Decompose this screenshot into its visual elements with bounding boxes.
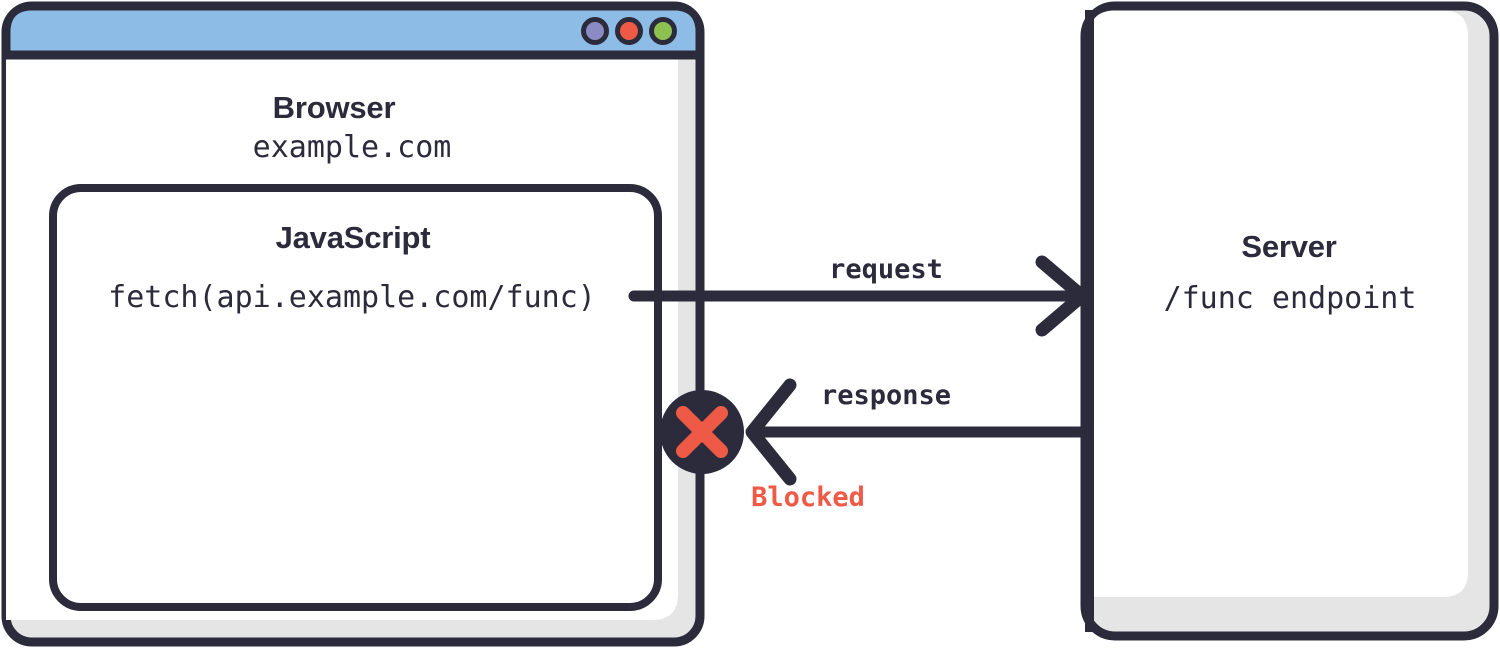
request-arrow bbox=[628, 255, 1089, 337]
server-subheading: /func endpoint bbox=[1163, 281, 1417, 316]
browser-traffic-lights[interactable] bbox=[581, 17, 677, 45]
browser-heading: Browser bbox=[272, 90, 396, 125]
response-arrow-head bbox=[745, 378, 797, 486]
server-content-surface bbox=[1089, 10, 1468, 597]
response-arrow bbox=[745, 378, 1091, 486]
browser-titlebar bbox=[10, 10, 696, 55]
javascript-heading: JavaScript bbox=[275, 220, 431, 255]
blocked-label: Blocked bbox=[751, 482, 865, 513]
javascript-box bbox=[49, 184, 662, 611]
request-arrow-head bbox=[1035, 255, 1089, 337]
traffic-light-red-icon[interactable] bbox=[615, 17, 643, 45]
server-box-frame bbox=[1080, 1, 1499, 641]
browser-subheading: example.com bbox=[252, 130, 452, 165]
x-mark-icon bbox=[676, 406, 728, 458]
blocked-badge bbox=[660, 390, 744, 474]
traffic-light-green-icon[interactable] bbox=[649, 17, 677, 45]
traffic-light-purple-icon[interactable] bbox=[581, 17, 609, 45]
request-arrow-label: request bbox=[829, 254, 943, 285]
javascript-code: fetch(api.example.com/func) bbox=[108, 280, 596, 315]
response-arrow-label: response bbox=[820, 380, 952, 411]
server-heading: Server bbox=[1241, 229, 1337, 264]
